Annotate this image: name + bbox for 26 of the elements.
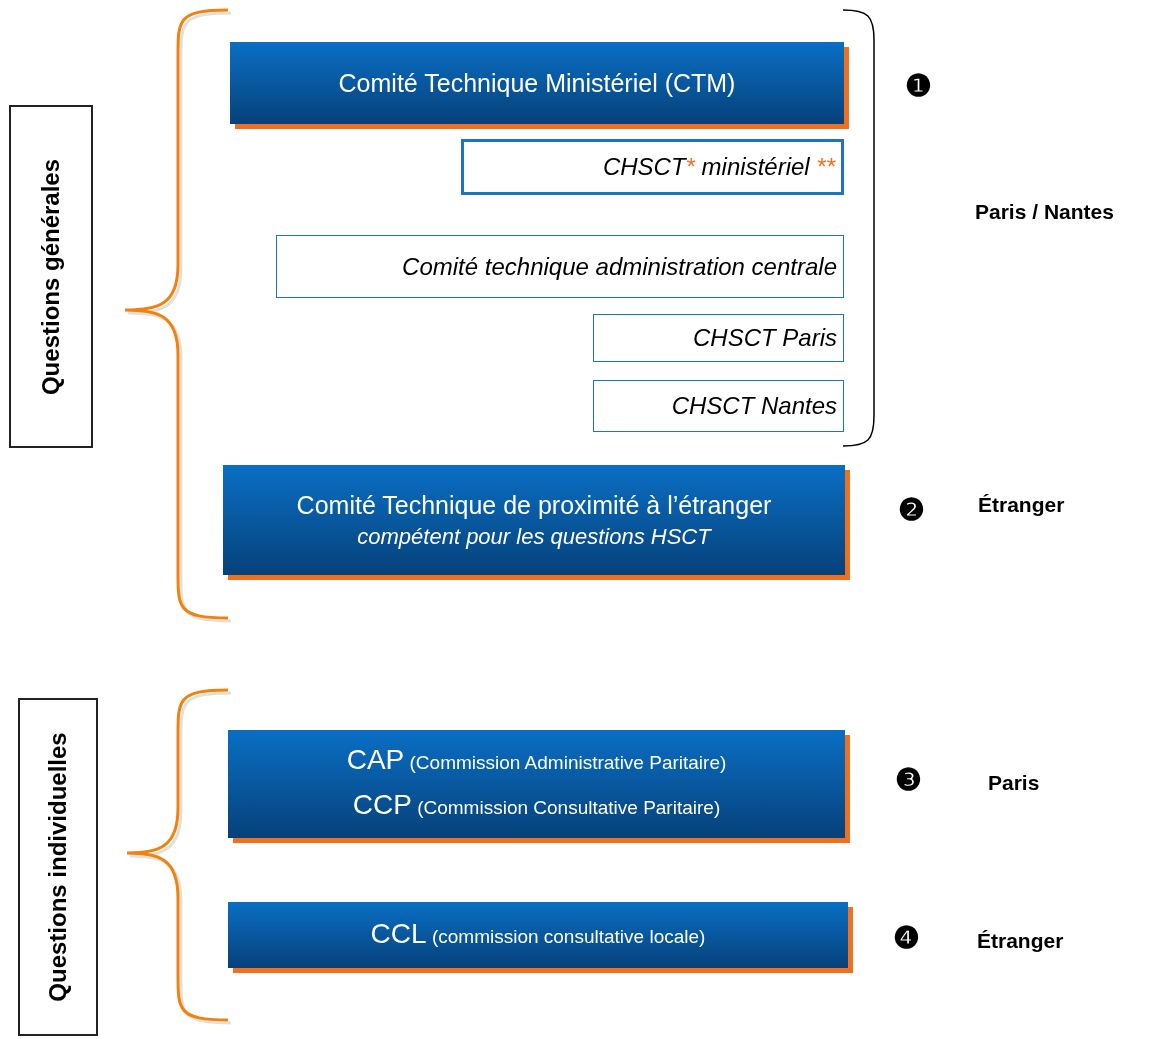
committee-box	[593, 380, 844, 432]
committee-name: CHSCT* ministériel **	[602, 153, 835, 181]
committee-box	[461, 139, 844, 195]
callout-number: ❷	[898, 492, 925, 527]
location-label: Étranger	[978, 493, 1065, 517]
committee-name: Comité technique administration centrale	[402, 252, 837, 281]
callout-number: ❸	[895, 762, 922, 797]
committee-name: Comité Technique de proximité à l’étranger	[296, 490, 772, 520]
callout-number: ❹	[893, 920, 920, 955]
category-box	[9, 105, 93, 448]
location-label: Étranger	[977, 929, 1064, 953]
committee-name: CCL (commission consultative locale)	[370, 916, 706, 951]
category-label: Questions générales	[37, 158, 65, 395]
category-box	[18, 698, 98, 1036]
callout-number: ❶	[905, 68, 932, 103]
committee-name: CAP (Commission Administrative Paritaire)	[346, 743, 727, 777]
location-label: Paris / Nantes	[975, 200, 1114, 224]
committee-name: CCP (Commission Consultative Paritaire)	[352, 788, 721, 822]
location-label: Paris	[988, 771, 1040, 795]
committee-box	[276, 235, 844, 298]
committee-name: CHSCT Nantes	[671, 392, 837, 420]
committee-box	[593, 314, 844, 362]
committee-name: compétent pour les questions HSCT	[357, 523, 711, 550]
committee-name: Comité Technique Ministériel (CTM)	[338, 68, 736, 98]
category-label: Questions individuelles	[44, 732, 72, 1002]
committee-name: CHSCT Paris	[693, 324, 837, 352]
